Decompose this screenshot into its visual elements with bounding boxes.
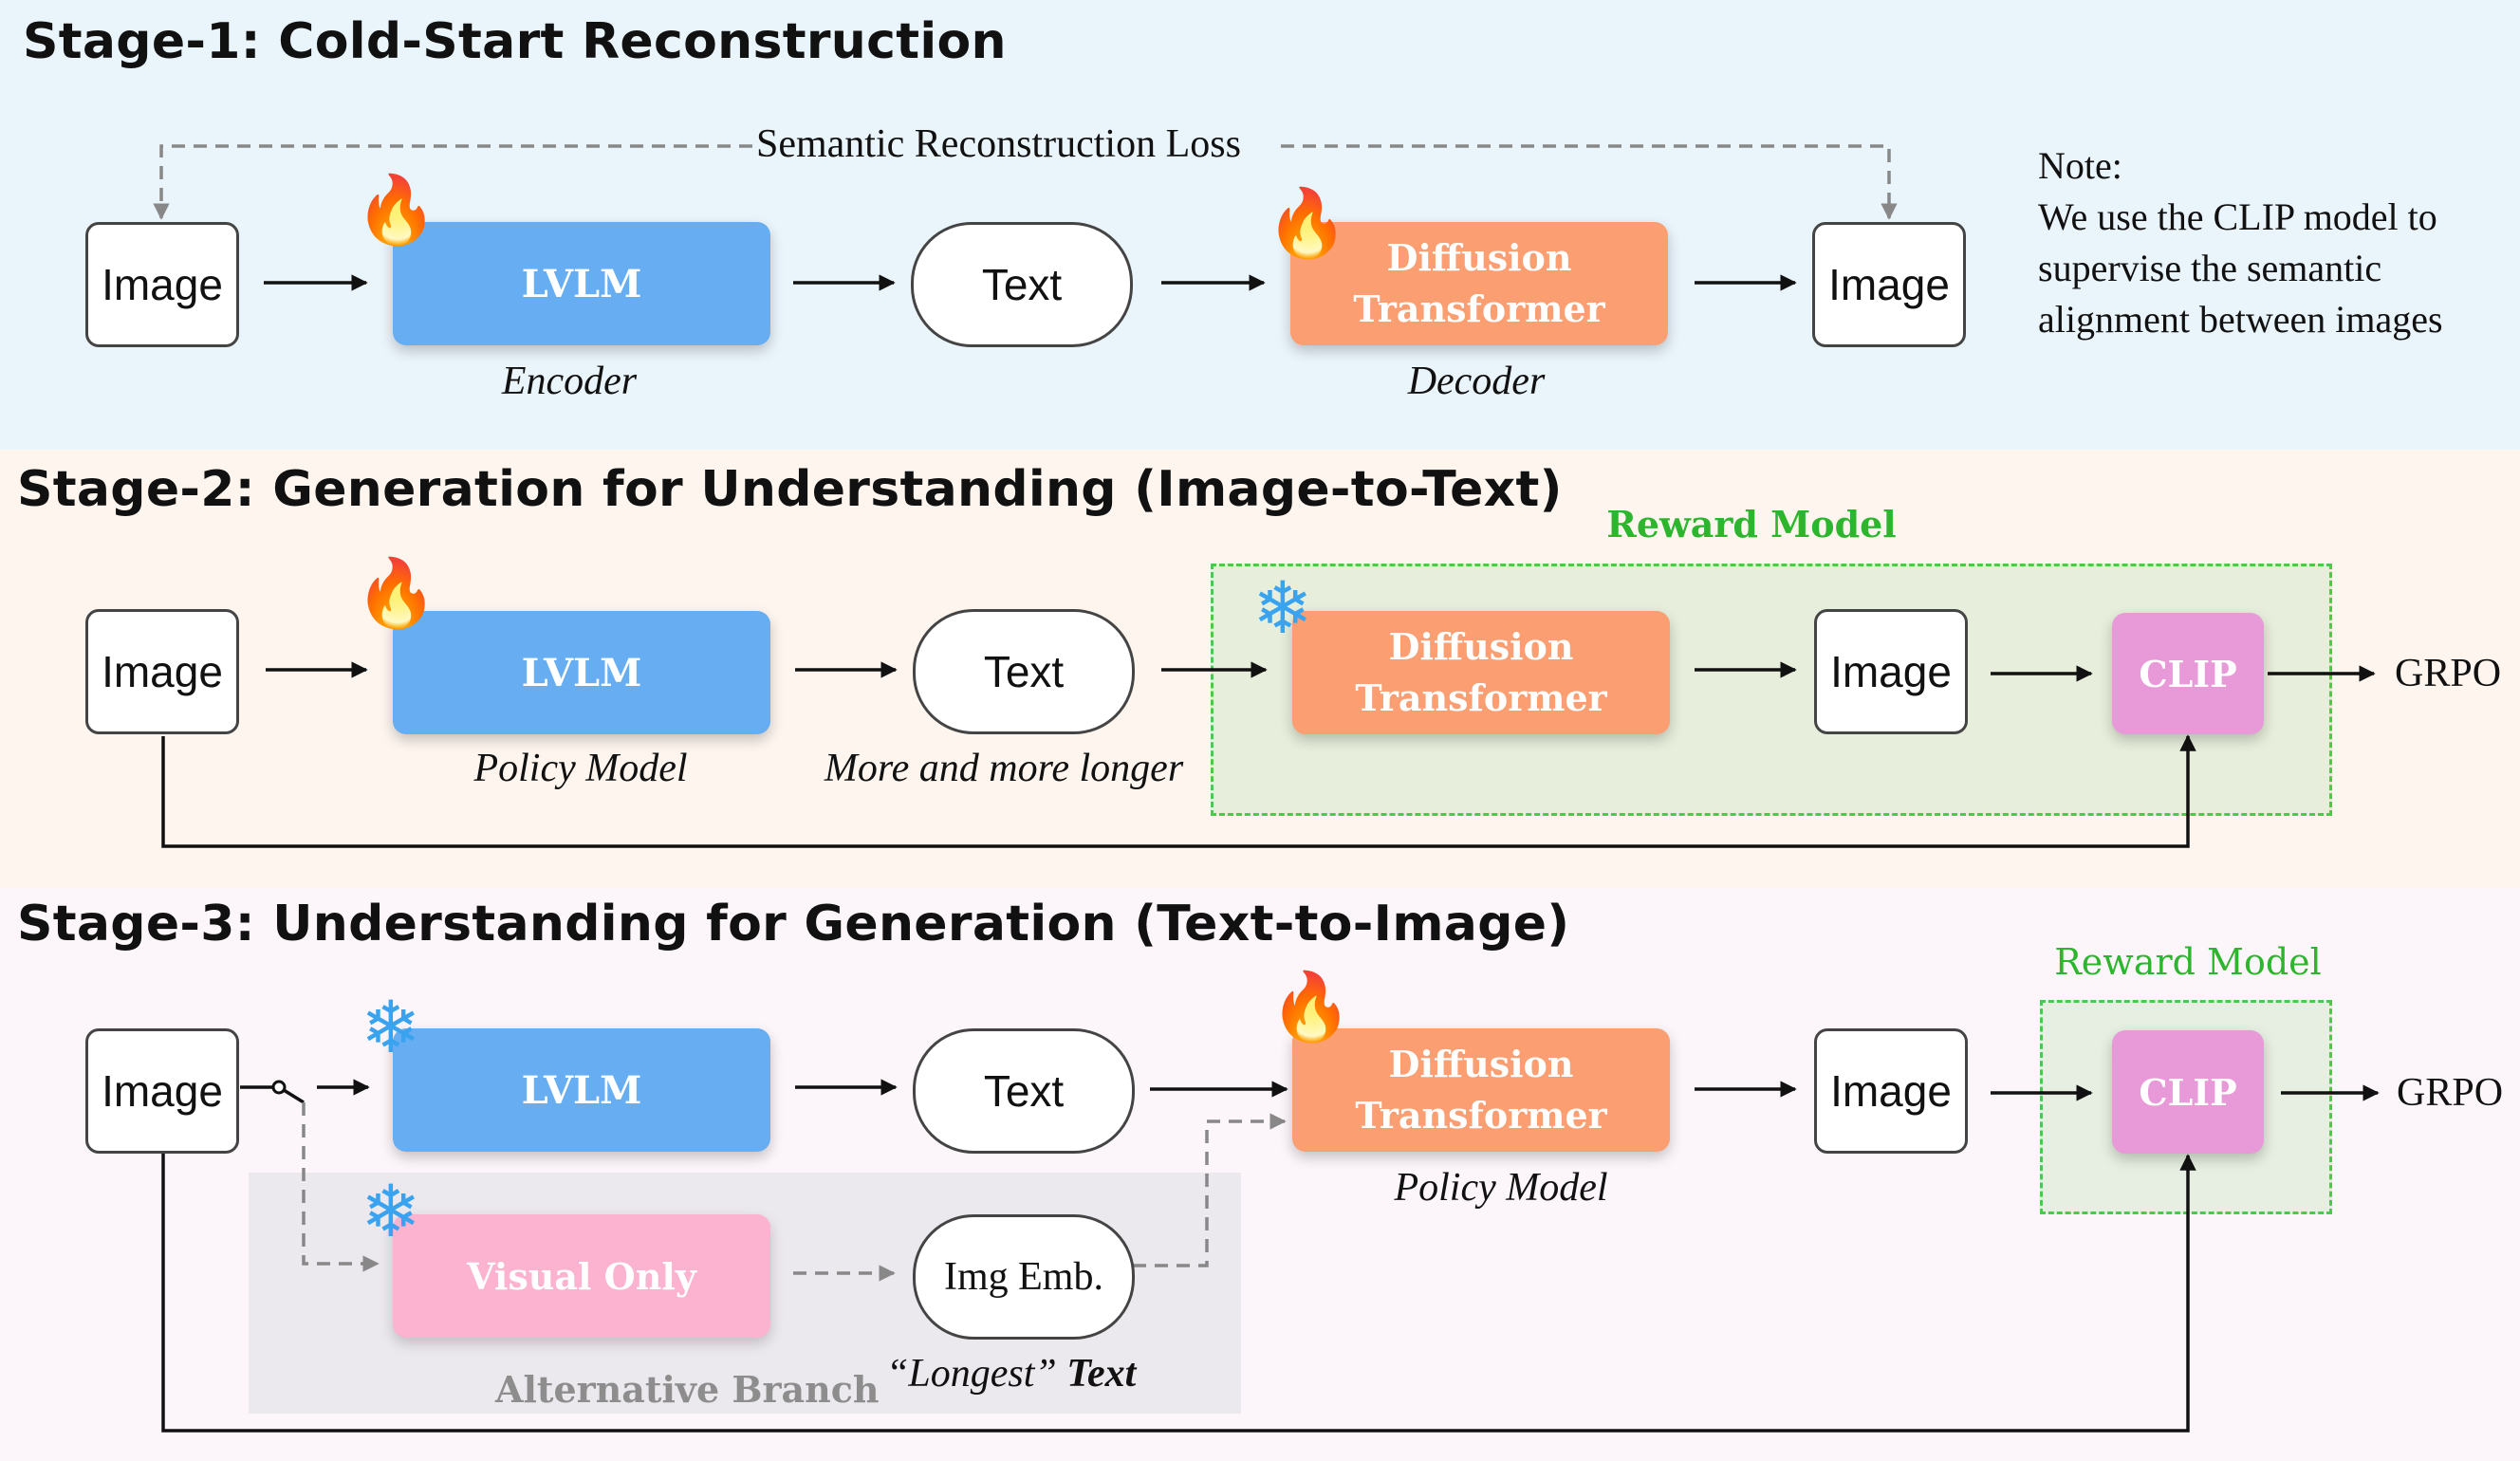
policy-model-caption-2: Policy Model xyxy=(473,747,688,790)
stage3-connectors xyxy=(161,1079,2380,1433)
stage2-input-image: Image xyxy=(85,609,239,734)
stage1-diffusion-line1: Diffusion xyxy=(1386,236,1572,279)
stage3-output-image: Image xyxy=(1814,1028,1968,1154)
stage2-reward-model-label: Reward Model xyxy=(1606,503,1897,546)
semantic-loss-line-left xyxy=(153,144,752,220)
skip-line-image-to-clip-2 xyxy=(161,734,2196,848)
stage3-input-image: Image xyxy=(85,1028,239,1154)
img-emb-node: Img Emb. xyxy=(913,1214,1135,1340)
stage1-text-node: Text xyxy=(911,222,1133,347)
note-line-2: supervise the semantic xyxy=(2038,247,2382,289)
switch-lever xyxy=(283,1088,305,1104)
stage2-grpo-label: GRPO xyxy=(2395,652,2502,695)
arrow-emb-to-diffusion xyxy=(1133,1113,1287,1267)
semantic-loss-label: Semantic Reconstruction Loss xyxy=(756,122,1241,166)
note-title: Note: xyxy=(2038,144,2122,187)
stage2-diffusion-line1: Diffusion xyxy=(1388,625,1574,668)
stage2-output-image: Image xyxy=(1814,609,1968,734)
stage3-diffusion-line2: Transformer xyxy=(1355,1094,1607,1137)
stage2-diffusion-line2: Transformer xyxy=(1355,676,1607,719)
longest-quote: “Longest” xyxy=(886,1352,1057,1396)
snowflake-icon: ❄ xyxy=(361,1173,421,1252)
note-block: Note: We use the CLIP model to supervise… xyxy=(2038,140,2443,345)
stage3-clip-block: CLIP xyxy=(2112,1030,2264,1154)
stage3-title: Stage-3: Understanding for Generation (T… xyxy=(17,896,1570,952)
stage3-diffusion-transformer: Diffusion Transformer xyxy=(1292,1028,1670,1152)
stage2-title: Stage-2: Generation for Understanding (I… xyxy=(17,461,1563,518)
fire-icon: 🔥 xyxy=(355,558,438,631)
encoder-caption: Encoder xyxy=(501,360,638,403)
stage3-reward-model-label: Reward Model xyxy=(2054,941,2322,983)
note-line-1: We use the CLIP model to xyxy=(2038,195,2437,238)
fire-icon: 🔥 xyxy=(1266,188,1349,261)
switch-pivot xyxy=(271,1080,287,1095)
policy-model-caption-3: Policy Model xyxy=(1394,1166,1608,1210)
stage1-lvlm-block: LVLM xyxy=(393,222,770,345)
more-longer-caption: More and more longer xyxy=(824,747,1184,790)
stage2-text-node: Text xyxy=(913,609,1135,734)
skip-line-image-to-clip-3 xyxy=(161,1154,2196,1433)
stage3-text-node: Text xyxy=(913,1028,1135,1154)
stage2-diffusion-transformer: Diffusion Transformer xyxy=(1292,611,1670,734)
stage1-connectors xyxy=(153,144,1898,291)
stage1-output-image: Image xyxy=(1812,222,1966,347)
stage1-input-image: Image xyxy=(85,222,239,347)
visual-only-block: Visual Only xyxy=(393,1214,770,1338)
stage2-connectors xyxy=(161,661,2376,848)
semantic-loss-line-right xyxy=(1281,144,1898,220)
stage1-diffusion-line2: Transformer xyxy=(1353,287,1605,330)
fire-icon: 🔥 xyxy=(355,175,438,248)
stage1-diffusion-transformer: Diffusion Transformer xyxy=(1290,222,1668,345)
fire-icon: 🔥 xyxy=(1269,971,1353,1045)
note-line-3: alignment between images xyxy=(2038,298,2443,341)
stage3-lvlm-block: LVLM xyxy=(393,1028,770,1152)
alternative-branch-label: Alternative Branch xyxy=(495,1368,880,1411)
stage3-grpo-label: GRPO xyxy=(2397,1071,2504,1115)
decoder-caption: Decoder xyxy=(1407,360,1546,403)
longest-text-caption: “Longest” Text xyxy=(886,1351,1136,1396)
snowflake-icon: ❄ xyxy=(361,989,421,1068)
stage2-lvlm-block: LVLM xyxy=(393,611,770,734)
longest-text-word: Text xyxy=(1066,1352,1137,1396)
arrow-switch-to-visual-only xyxy=(302,1102,380,1272)
stage1-title: Stage-1: Cold-Start Reconstruction xyxy=(23,13,1007,70)
stage2-clip-block: CLIP xyxy=(2112,613,2264,734)
stage3-diffusion-line1: Diffusion xyxy=(1388,1043,1574,1085)
snowflake-icon: ❄ xyxy=(1252,569,1313,649)
